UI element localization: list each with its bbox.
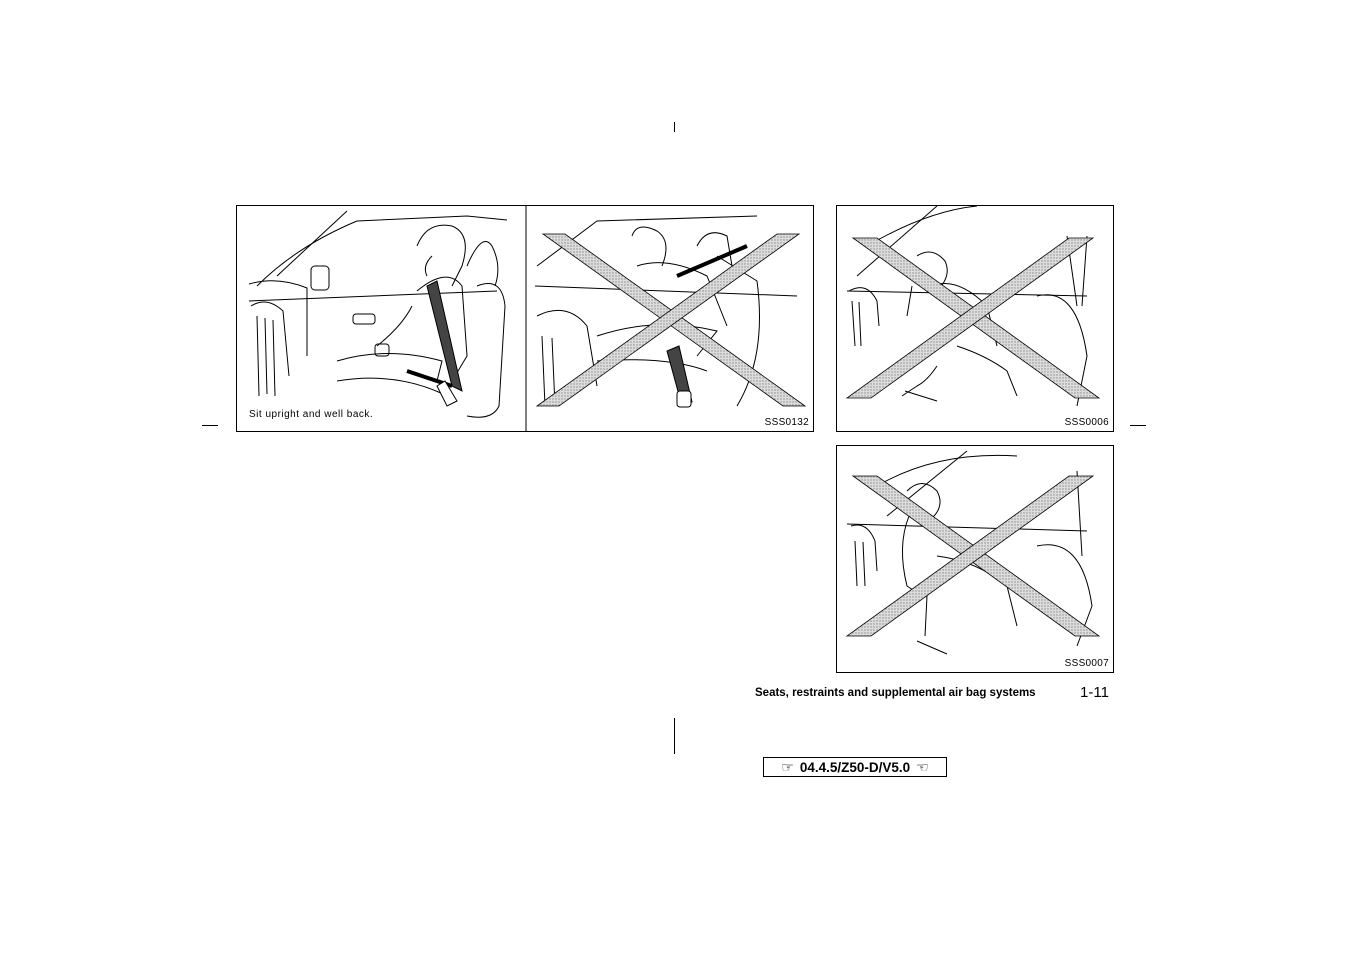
seated-forward-illustration	[845, 450, 1101, 655]
crop-mark-bottom	[674, 718, 675, 754]
figure-sss0007: SSS0007	[836, 445, 1114, 673]
x-mark-sss0007	[845, 475, 1101, 637]
page-number: 1-11	[1080, 684, 1109, 701]
figure-seating-posture: Sit upright and well back. SSS0132	[236, 205, 814, 432]
x-mark-reclined	[535, 233, 807, 407]
section-title: Seats, restraints and supplemental air b…	[755, 687, 1036, 699]
pointing-hand-left-icon: ☜	[916, 759, 929, 775]
figure-code: SSS0007	[1064, 658, 1109, 669]
x-mark-sss0006	[845, 237, 1101, 399]
crop-mark-right	[1130, 425, 1146, 426]
figure-code: SSS0006	[1064, 417, 1109, 428]
figure-code: SSS0132	[764, 417, 809, 428]
pointing-hand-right-icon: ☞	[781, 759, 794, 775]
crop-mark-left	[202, 425, 218, 426]
seating-illustration	[248, 206, 807, 431]
figure-caption: Sit upright and well back.	[249, 409, 374, 420]
correct-posture-drawing	[248, 210, 508, 418]
version-text: 04.4.5/Z50-D/V5.0	[799, 759, 911, 775]
version-stamp: ☞ 04.4.5/Z50-D/V5.0 ☜	[763, 757, 947, 777]
seated-forward-drawing	[846, 450, 1093, 655]
leaning-forward-illustration	[845, 206, 1101, 407]
crop-mark-top	[674, 122, 675, 132]
figure-sss0006: SSS0006	[836, 205, 1114, 432]
